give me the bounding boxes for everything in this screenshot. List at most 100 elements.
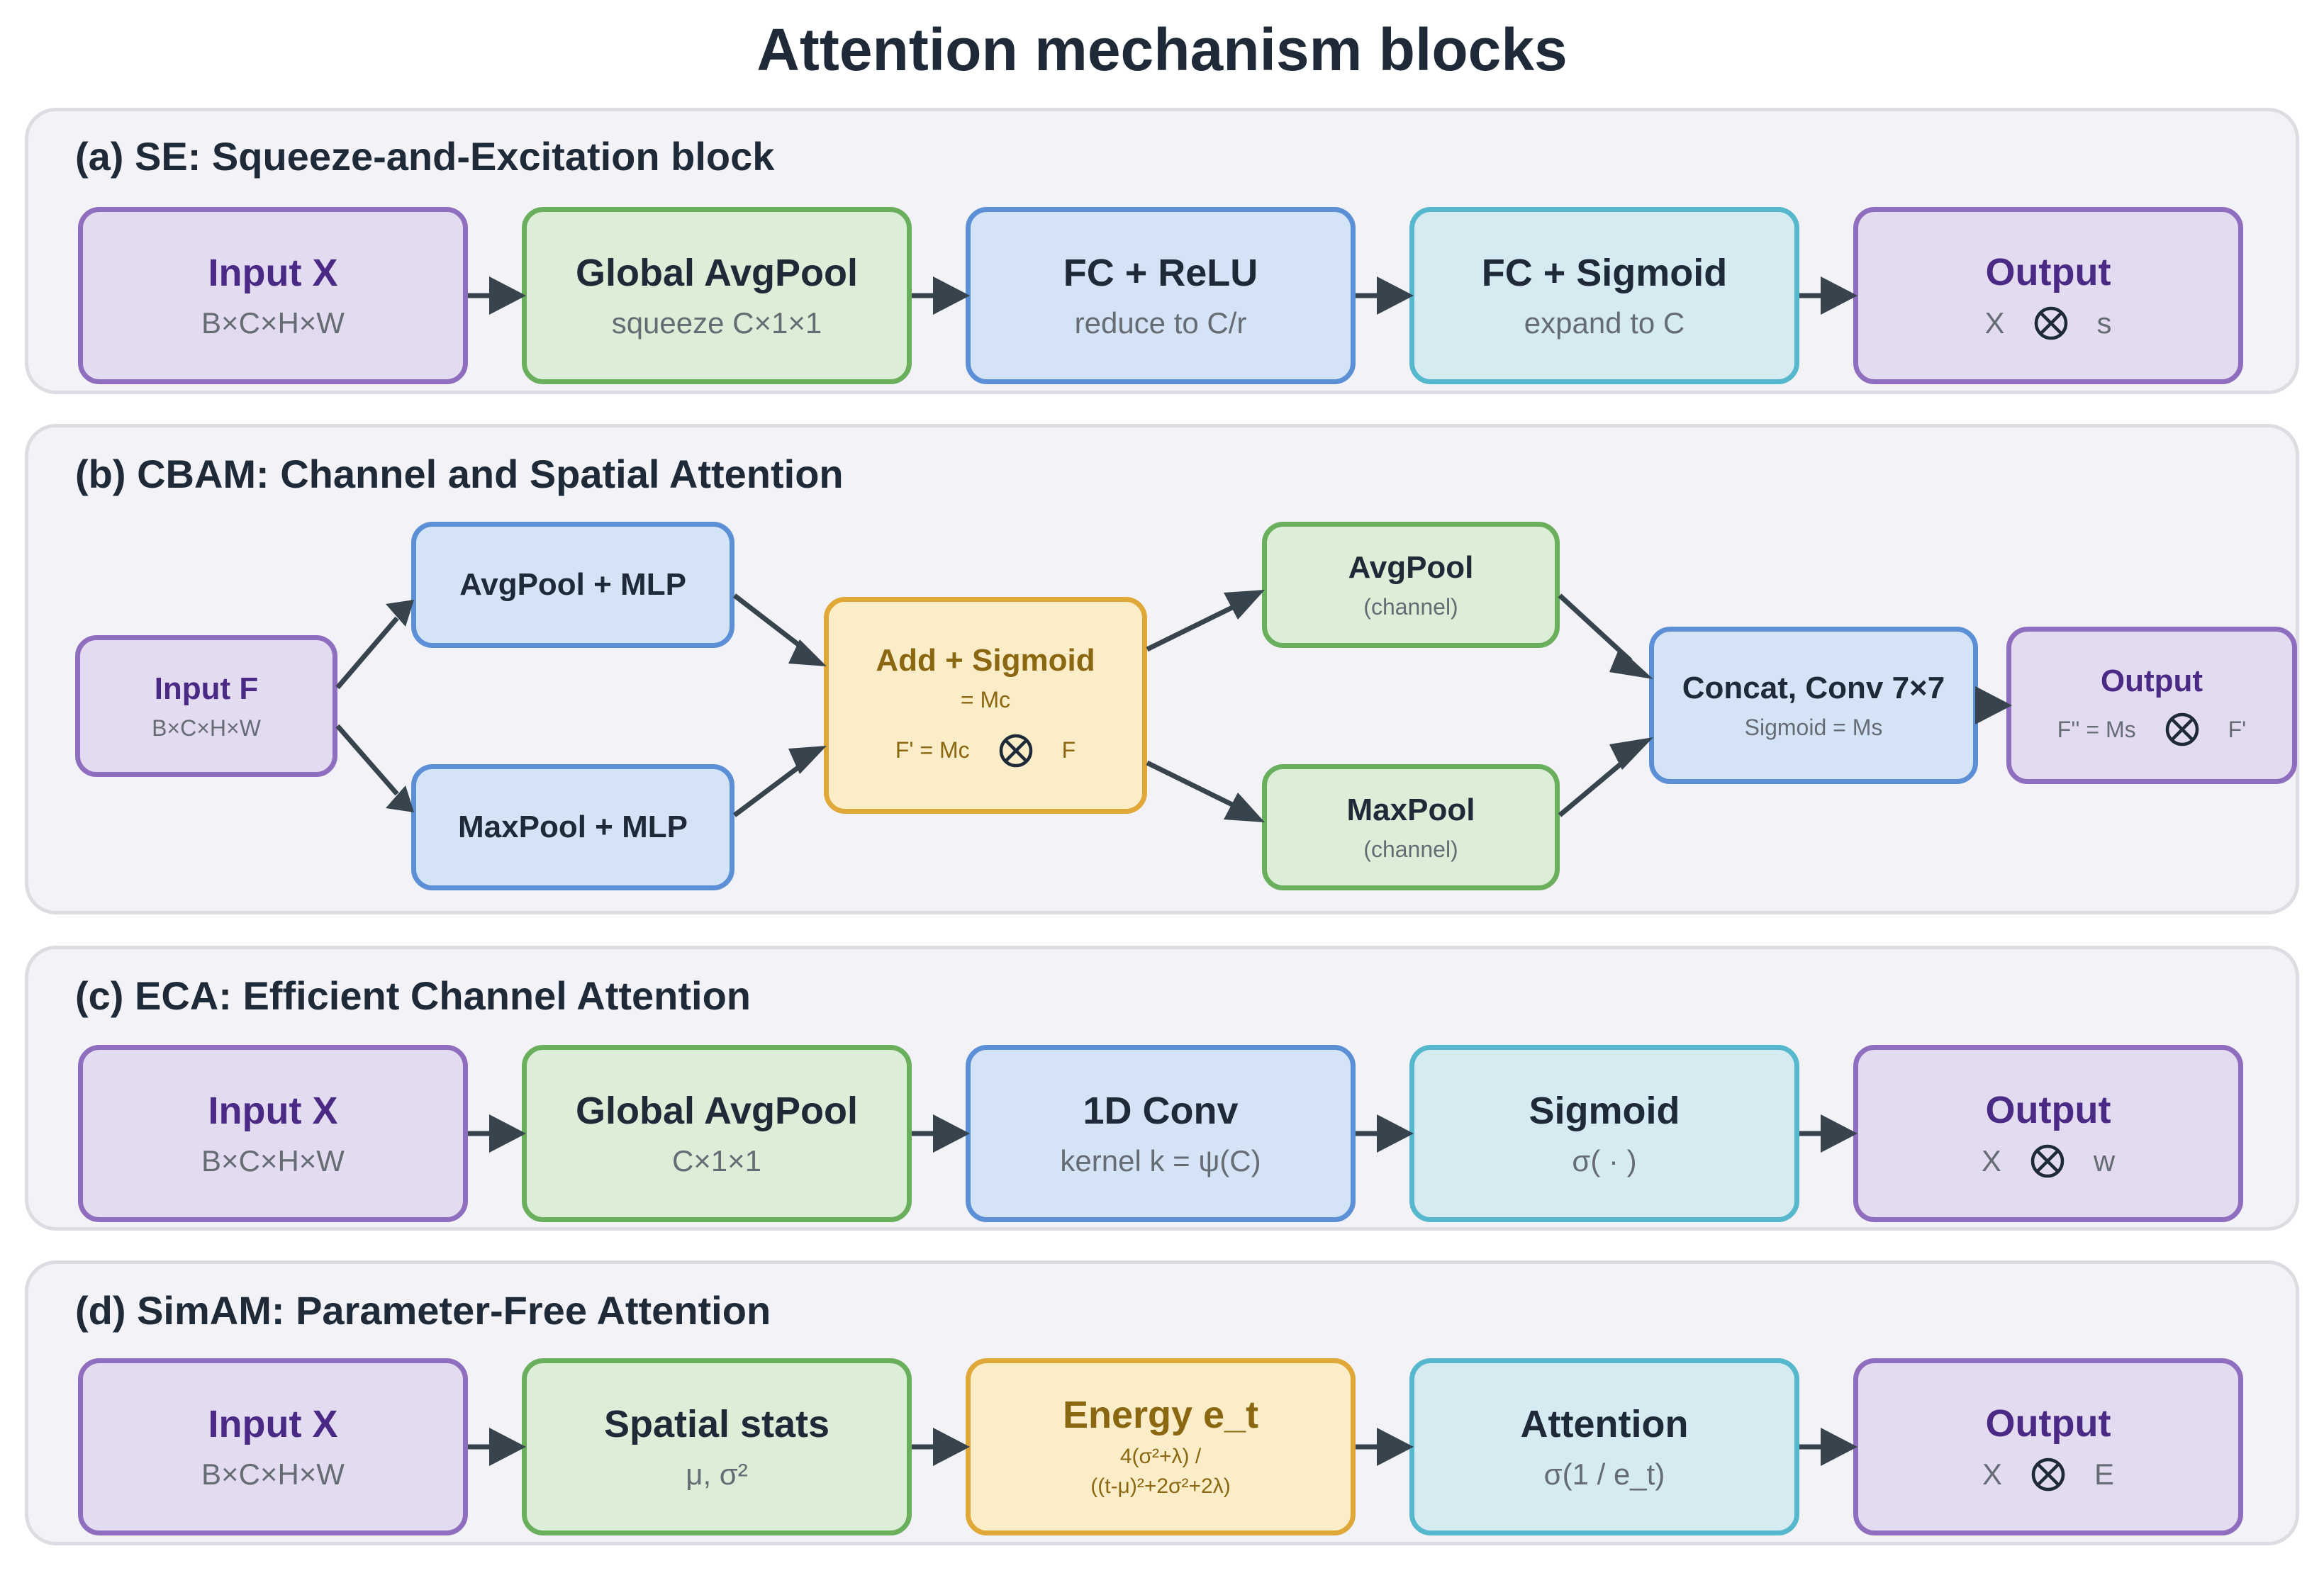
- simam-stats-node: Spatial stats μ, σ²: [522, 1358, 912, 1535]
- eca-output-node: Output X w: [1853, 1045, 2243, 1222]
- arrowhead: [1975, 686, 2012, 724]
- eca-sigmoid-sub: σ( · ): [1572, 1144, 1637, 1177]
- se-output-right: s: [2096, 306, 2112, 340]
- se-pool-label: Global AvgPool: [575, 252, 858, 294]
- otimes-icon: [2165, 712, 2199, 746]
- se-output-label: Output: [1985, 251, 2111, 293]
- otimes-icon: [2031, 1457, 2065, 1492]
- simam-energy-formula-line2: ((t-μ)²+2σ²+2λ): [1090, 1475, 1231, 1498]
- arrow: [1558, 754, 1633, 817]
- simam-attention-node: Attention σ(1 / e_t): [1409, 1358, 1799, 1535]
- simam-energy-label: Energy e_t: [1062, 1393, 1259, 1436]
- cbam-maxpool-sub: (channel): [1363, 836, 1458, 862]
- simam-input-node: Input X B×C×H×W: [78, 1358, 468, 1535]
- arrowhead: [489, 276, 526, 315]
- simam-input-sub: B×C×H×W: [201, 1457, 345, 1491]
- cbam-avgpool-sub: (channel): [1363, 593, 1458, 620]
- cbam-concat-sub: Sigmoid = Ms: [1744, 714, 1883, 740]
- arrow: [335, 724, 399, 796]
- arrowhead: [1821, 1428, 1857, 1466]
- simam-attention-label: Attention: [1520, 1403, 1689, 1445]
- arrowhead: [1821, 1114, 1857, 1153]
- cbam-output-left: F'' = Ms: [2057, 716, 2136, 742]
- arrow: [732, 758, 810, 817]
- arrowhead: [1377, 276, 1414, 315]
- cbam-concat-label: Concat, Conv 7×7: [1682, 670, 1945, 705]
- cbam-avgpool-node: AvgPool (channel): [1262, 522, 1560, 648]
- panel-se-title: (a) SE: Squeeze-and-Excitation block: [75, 134, 775, 179]
- arrowhead: [1609, 648, 1653, 679]
- se-fc-sigmoid-node: FC + Sigmoid expand to C: [1409, 207, 1799, 384]
- cbam-input-sub: B×C×H×W: [152, 715, 261, 741]
- eca-sigmoid-node: Sigmoid σ( · ): [1409, 1045, 1799, 1222]
- arrowhead: [1377, 1114, 1414, 1153]
- se-output-left: X: [1984, 306, 2005, 340]
- simam-attention-sub: σ(1 / e_t): [1543, 1457, 1665, 1491]
- panel-cbam-title: (b) CBAM: Channel and Spatial Attention: [75, 452, 844, 496]
- eca-sigmoid-label: Sigmoid: [1529, 1090, 1680, 1132]
- arrowhead: [933, 1428, 970, 1466]
- simam-stats-sub: μ, σ²: [686, 1457, 748, 1491]
- se-input-node: Input X B×C×H×W: [78, 207, 468, 384]
- eca-output-formula: X w: [1982, 1143, 2115, 1179]
- arrow: [1146, 760, 1235, 808]
- simam-input-label: Input X: [208, 1403, 338, 1445]
- arrowhead: [489, 1114, 526, 1153]
- simam-output-label: Output: [1985, 1402, 2111, 1445]
- cbam-channel-left: F' = Mc: [895, 737, 970, 763]
- simam-output-node: Output X E: [1853, 1358, 2243, 1535]
- cbam-input-label: Input F: [154, 671, 259, 706]
- arrowhead: [489, 1428, 526, 1466]
- eca-pool-node: Global AvgPool C×1×1: [522, 1045, 912, 1222]
- se-input-label: Input X: [208, 252, 338, 294]
- cbam-avgpool-mlp-node: AvgPool + MLP: [411, 522, 734, 648]
- cbam-maxpool-mlp-label: MaxPool + MLP: [458, 810, 688, 844]
- cbam-concat-node: Concat, Conv 7×7 Sigmoid = Ms: [1649, 627, 1978, 784]
- simam-output-left: X: [1982, 1457, 2002, 1491]
- eca-conv-label: 1D Conv: [1083, 1090, 1239, 1132]
- cbam-add-sigmoid-sub: = Mc: [960, 686, 1011, 712]
- cbam-avgpool-label: AvgPool: [1348, 549, 1474, 585]
- cbam-channel-formula: F' = Mc F: [895, 733, 1076, 768]
- simam-energy-node: Energy e_t 4(σ²+λ) / ((t-μ)²+2σ²+2λ): [966, 1358, 1356, 1535]
- cbam-output-node: Output F'' = Ms F': [2006, 627, 2297, 784]
- otimes-icon: [2034, 306, 2067, 340]
- arrow: [732, 593, 810, 654]
- se-fc-relu-node: FC + ReLU reduce to C/r: [966, 207, 1356, 384]
- simam-energy-formula-line1: 4(σ²+λ) /: [1119, 1444, 1202, 1468]
- simam-output-formula: X E: [1982, 1457, 2114, 1492]
- se-pool-sub: squeeze C×1×1: [611, 306, 822, 340]
- arrowhead: [788, 639, 827, 666]
- se-pool-node: Global AvgPool squeeze C×1×1: [522, 207, 912, 384]
- arrow: [335, 616, 399, 690]
- arrowhead: [1821, 276, 1857, 315]
- se-output-formula: X s: [1984, 306, 2112, 341]
- arrow: [1146, 604, 1235, 652]
- cbam-maxpool-node: MaxPool (channel): [1262, 764, 1560, 890]
- cbam-maxpool-mlp-node: MaxPool + MLP: [411, 764, 734, 890]
- eca-input-label: Input X: [208, 1090, 338, 1132]
- arrowhead: [386, 600, 414, 627]
- arrowhead: [933, 276, 970, 315]
- se-fc-relu-sub: reduce to C/r: [1074, 306, 1247, 340]
- simam-output-right: E: [2094, 1457, 2115, 1491]
- cbam-output-formula: F'' = Ms F': [2057, 712, 2246, 747]
- arrowhead: [788, 746, 827, 774]
- cbam-add-sigmoid-node: Add + Sigmoid = Mc F' = Mc F: [824, 597, 1147, 814]
- cbam-maxpool-label: MaxPool: [1346, 792, 1475, 827]
- eca-output-left: X: [1981, 1144, 2001, 1177]
- simam-stats-label: Spatial stats: [603, 1403, 830, 1445]
- eca-output-right: w: [2093, 1144, 2116, 1177]
- cbam-add-sigmoid-label: Add + Sigmoid: [876, 642, 1095, 678]
- eca-pool-label: Global AvgPool: [575, 1090, 858, 1132]
- arrowhead: [1609, 737, 1653, 770]
- arrowhead: [1377, 1428, 1414, 1466]
- panel-simam-title: (d) SimAM: Parameter-Free Attention: [75, 1288, 771, 1333]
- eca-input-sub: B×C×H×W: [201, 1144, 345, 1177]
- cbam-avgpool-mlp-label: AvgPool + MLP: [459, 567, 686, 602]
- arrowhead: [386, 785, 414, 812]
- eca-conv-sub: kernel k = ψ(C): [1060, 1144, 1261, 1177]
- panel-eca-title: (c) ECA: Efficient Channel Attention: [75, 973, 752, 1018]
- cbam-output-label: Output: [2100, 664, 2203, 698]
